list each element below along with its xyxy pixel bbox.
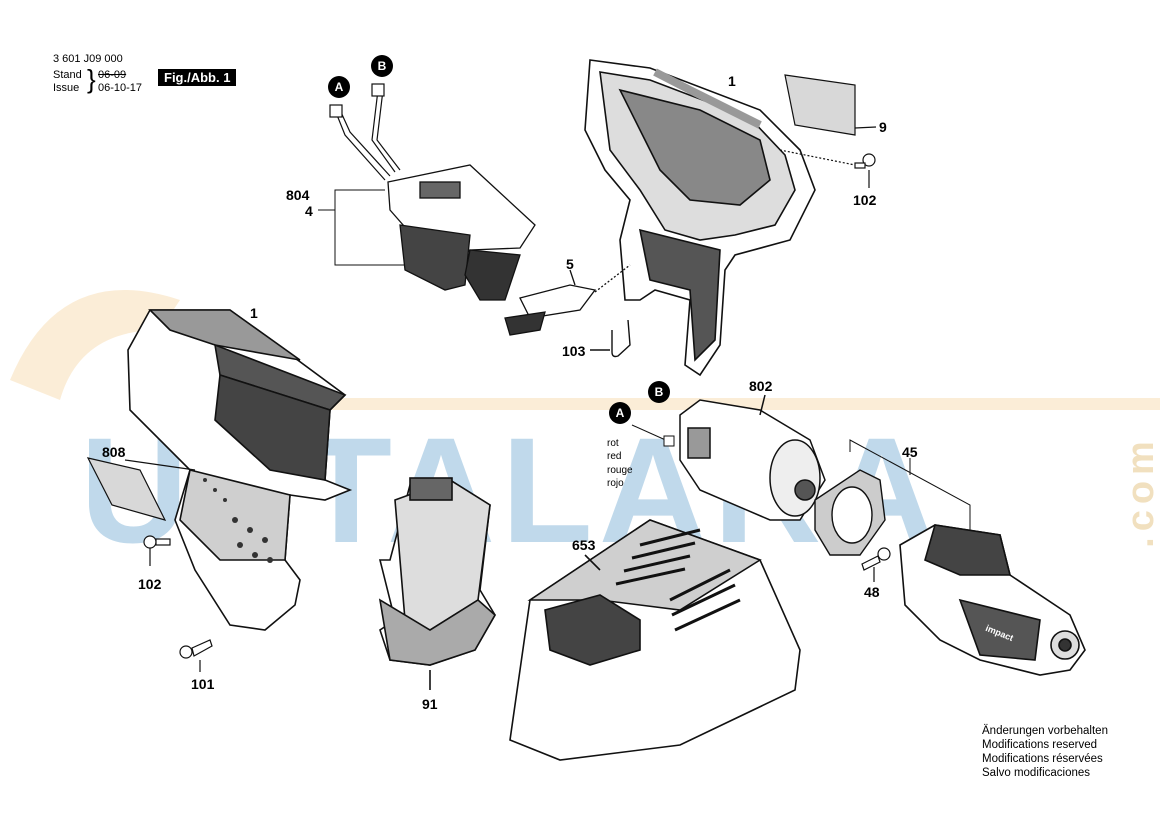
note-line-3: Salvo modificaciones: [982, 767, 1091, 779]
callout-804: 804: [286, 187, 310, 203]
clip-103: [590, 319, 631, 358]
wire-color-3: rojo: [607, 478, 624, 489]
callout-1-right: 1: [728, 73, 736, 89]
connector-b-badge-motor: B: [648, 381, 670, 403]
connector-a-badge: A: [328, 76, 350, 98]
switch-assembly: [387, 164, 536, 301]
callout-bracket-45: [849, 439, 971, 530]
callout-101: 101: [191, 676, 215, 692]
callout-1-left: 1: [250, 305, 258, 321]
housing-right-half: [584, 59, 816, 377]
note-line-0: Änderungen vorbehalten: [982, 725, 1108, 737]
callout-103: 103: [562, 343, 586, 359]
wire-color-0: rot: [607, 438, 619, 449]
callout-bracket-804: [318, 189, 405, 266]
wire-color-2: rouge: [607, 465, 633, 476]
screw-101: [179, 639, 213, 672]
battery-91: [378, 477, 497, 690]
callout-653: 653: [572, 537, 596, 553]
note-line-2: Modifications réservées: [982, 753, 1103, 765]
switch-wires: [329, 83, 401, 181]
motor-802: [679, 394, 826, 521]
figure-label: Fig./Abb. 1: [158, 69, 237, 86]
callout-102-top: 102: [853, 192, 877, 208]
stand-date-struck: 06-09: [98, 69, 127, 81]
callout-91: 91: [422, 696, 438, 712]
screw-48: [861, 547, 891, 582]
housing-left-half: [127, 309, 353, 631]
callout-808: 808: [102, 444, 126, 460]
callout-4: 4: [305, 203, 313, 219]
screw-102-left: [143, 535, 171, 566]
screw-102-top: [779, 149, 876, 188]
gear-ring: [814, 469, 886, 556]
doc-number: 3 601 J09 000: [53, 53, 123, 65]
callout-5: 5: [566, 256, 574, 272]
slider-5: [504, 264, 631, 336]
connector-b-badge: B: [371, 55, 393, 77]
wire-color-1: red: [607, 451, 622, 462]
stand-label: Stand: [53, 69, 82, 81]
note-line-1: Modifications reserved: [982, 739, 1098, 751]
callout-45: 45: [902, 444, 918, 460]
callout-9: 9: [879, 119, 887, 135]
watermark-band: [10, 290, 1160, 410]
callout-102-left: 102: [138, 576, 162, 592]
connector-a-badge-motor: A: [609, 402, 631, 424]
motor-lead: [631, 424, 675, 447]
issue-label: Issue: [53, 82, 80, 94]
label-sticker-808: [86, 457, 196, 521]
callout-48: 48: [864, 584, 880, 600]
header-brace: }: [87, 64, 96, 94]
grip-texture: [203, 478, 273, 563]
charger-653: [509, 519, 801, 761]
callout-802: 802: [749, 378, 773, 394]
label-sticker-9: [784, 74, 877, 136]
impact-gear-housing-45: [899, 524, 1086, 676]
issue-date: 06-10-17: [98, 82, 143, 94]
